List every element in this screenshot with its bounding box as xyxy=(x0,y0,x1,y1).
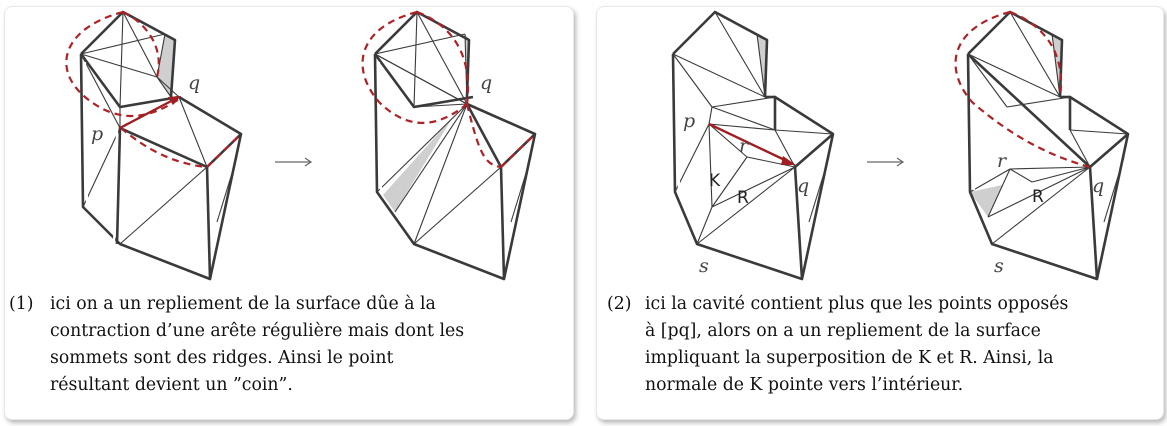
label-s: s xyxy=(699,255,709,277)
label-q: q xyxy=(1092,175,1104,197)
caption-line: résultant devient un ”coin”. xyxy=(50,372,464,399)
caption-line: sommets sont des ridges. Ainsi le point xyxy=(50,345,464,372)
panel-2: p q r s K R xyxy=(596,6,1164,420)
panel-1-figure: p q xyxy=(5,7,573,292)
transition-arrow xyxy=(275,158,311,166)
label-R: R xyxy=(1032,187,1044,207)
caption-number: (2) xyxy=(607,291,631,318)
caption-line: impliquant la superposition de K et R. A… xyxy=(645,345,1068,372)
label-p: p xyxy=(683,110,695,132)
label-K: K xyxy=(709,171,721,191)
label-s: s xyxy=(994,255,1004,277)
caption-line: contraction d’une arête régulière mais d… xyxy=(50,318,464,345)
shaded-face xyxy=(383,117,453,212)
caption-number: (1) xyxy=(9,291,33,318)
label-p: p xyxy=(91,123,103,145)
label-q: q xyxy=(797,175,809,197)
mesh-before: p q r s K R xyxy=(673,12,833,279)
caption-line: ici on a un repliement de la surface dûe… xyxy=(50,291,464,318)
mesh-after: q r s R xyxy=(956,12,1128,279)
transition-arrow xyxy=(867,158,903,166)
caption-line: à [pq], alors on a un repliement de la s… xyxy=(645,318,1068,345)
caption-text: ici on a un repliement de la surface dûe… xyxy=(50,291,464,399)
fold-path xyxy=(956,12,1090,167)
label-r: r xyxy=(997,150,1008,172)
mesh-outline xyxy=(968,12,1062,97)
panel-1: p q xyxy=(4,6,574,420)
mesh-before: p q xyxy=(66,12,241,279)
mesh-outline xyxy=(673,12,767,97)
caption-line: normale de K pointe vers l’intérieur. xyxy=(645,372,1068,399)
label-q: q xyxy=(188,72,200,94)
mesh-after: q xyxy=(363,12,535,279)
mesh-edge xyxy=(467,104,535,167)
label-R: R xyxy=(737,188,749,208)
contracted-edge-arrowhead xyxy=(781,156,796,165)
label-r: r xyxy=(739,135,750,157)
panel-2-figure: p q r s K R xyxy=(597,7,1163,292)
mesh-outline xyxy=(375,12,469,97)
caption-line: ici la cavité contient plus que les poin… xyxy=(645,291,1068,318)
caption-text: ici la cavité contient plus que les poin… xyxy=(645,291,1068,399)
label-q: q xyxy=(480,72,492,94)
